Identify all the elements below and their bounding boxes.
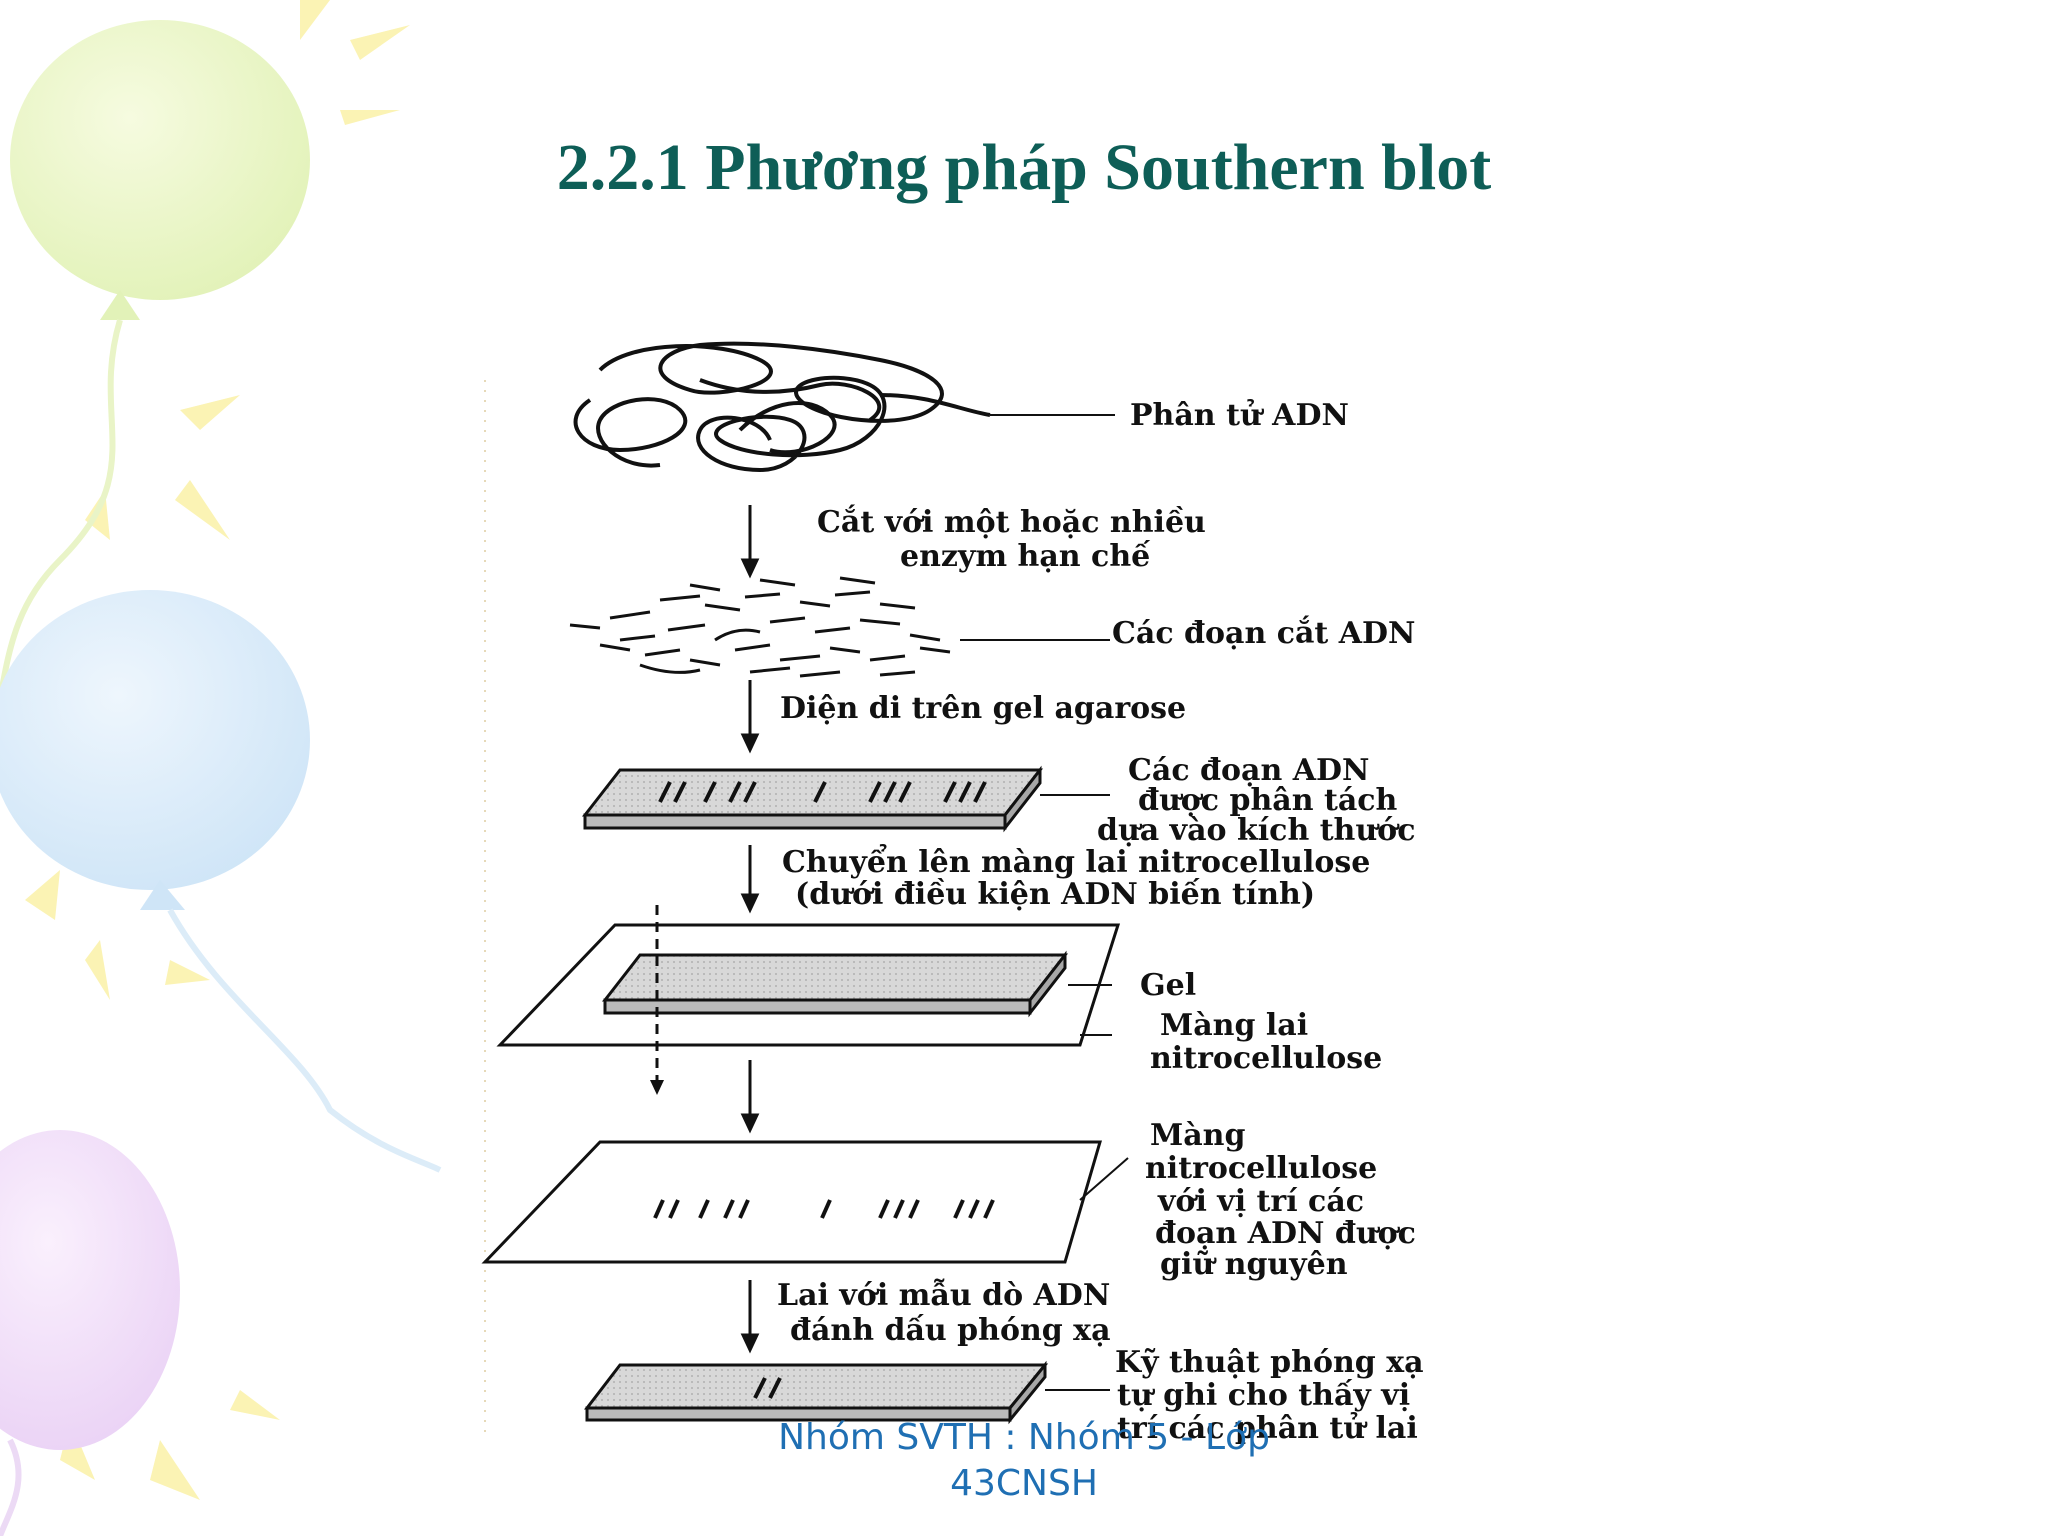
label-separated-line3: dựa vào kích thước xyxy=(1097,813,1415,848)
label-cut-line1: Cắt với một hoặc nhiều xyxy=(817,504,1206,540)
footer-caption: Nhóm SVTH : Nhóm 5 - Lớp 43CNSH xyxy=(0,1415,2048,1507)
label-positions-line4: đoạn ADN được xyxy=(1155,1216,1416,1251)
label-membrane-line1: Màng lai xyxy=(1160,1008,1308,1043)
label-transfer-line1: Chuyển lên màng lai nitrocellulose xyxy=(782,843,1370,880)
label-positions-line2: nitrocellulose xyxy=(1145,1151,1377,1186)
dna-fragments-illustration xyxy=(569,576,951,678)
label-positions-line3: với vị trí các xyxy=(1157,1184,1364,1219)
label-hybridize-line2: đánh dấu phóng xạ xyxy=(790,1313,1111,1348)
label-gel: Gel xyxy=(1140,968,1196,1003)
autoradiograph-illustration xyxy=(583,1360,1049,1425)
arrow-hybridize xyxy=(740,1280,760,1354)
label-membrane-line2: nitrocellulose xyxy=(1150,1041,1382,1076)
label-positions-line1: Màng xyxy=(1150,1118,1245,1153)
purple-balloon xyxy=(0,1130,180,1450)
gel-on-membrane-illustration xyxy=(496,905,1121,1095)
label-autorad-line3: trí các phân tử lai xyxy=(1117,1411,1418,1446)
label-cut-line2: enzym hạn chế xyxy=(900,539,1151,574)
green-balloon xyxy=(10,20,310,300)
label-hybridize-line1: Lai với mẫu dò ADN xyxy=(777,1278,1110,1313)
blue-balloon xyxy=(0,590,310,890)
label-electrophoresis: Diện di trên gel agarose xyxy=(780,691,1186,726)
arrow-transfer xyxy=(740,845,760,914)
label-positions-line5: giữ nguyên xyxy=(1160,1247,1348,1282)
page-title: 2.2.1 Phương pháp Southern blot xyxy=(556,131,1492,204)
label-autorad-line2: tự ghi cho thấy vị xyxy=(1117,1378,1410,1413)
southern-blot-diagram: Phân tử ADN Cắt với một hoặc nhiều enzym… xyxy=(481,341,1424,1446)
arrow-electrophoresis xyxy=(740,680,760,754)
label-separated-line2: được phân tách xyxy=(1138,783,1398,818)
arrow-cut xyxy=(740,505,760,579)
dna-molecule-illustration xyxy=(573,341,991,473)
arrow-after-transfer xyxy=(740,1060,760,1134)
gel-slab-illustration xyxy=(581,765,1044,833)
membrane-with-bands-illustration xyxy=(481,1140,1102,1264)
footer-line1: Nhóm SVTH : Nhóm 5 - Lớp xyxy=(778,1417,1270,1458)
label-transfer-line2: (dưới điều kiện ADN biến tính) xyxy=(795,877,1315,912)
footer-line2: 43CNSH xyxy=(950,1463,1098,1504)
label-autorad-line1: Kỹ thuật phóng xạ xyxy=(1115,1345,1424,1380)
label-fragments: Các đoạn cắt ADN xyxy=(1112,615,1415,651)
label-dna-molecule: Phân tử ADN xyxy=(1130,398,1349,433)
label-separated-line1: Các đoạn ADN xyxy=(1128,753,1369,788)
